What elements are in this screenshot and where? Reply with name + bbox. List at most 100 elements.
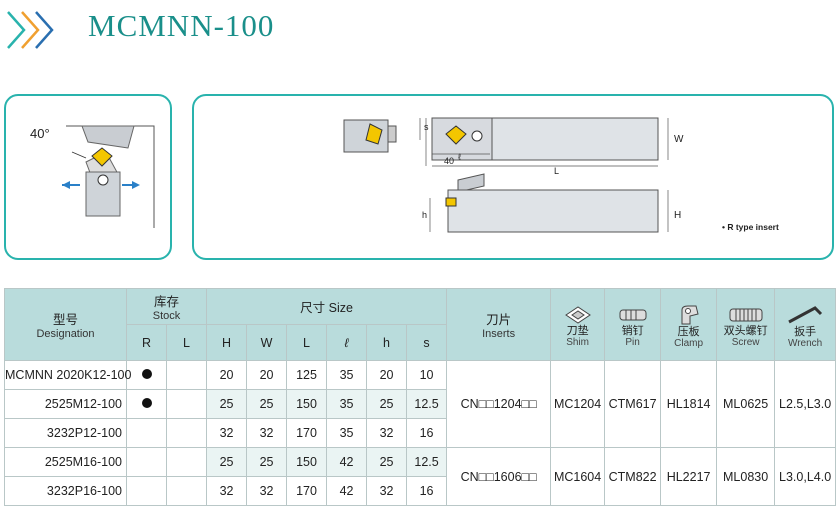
stock-l-cell [165, 447, 208, 477]
col-size: 尺寸 Size [206, 288, 448, 325]
dim-label-w: W [674, 134, 684, 145]
size-cell: 170 [286, 418, 328, 448]
dim-label-40: 40 [444, 156, 455, 166]
size-cell: 20 [246, 360, 288, 390]
insert-type-note: • R type insert [722, 222, 779, 232]
size-cell: 32 [366, 418, 408, 448]
size-cell: 150 [286, 447, 328, 477]
wrench-icon [788, 305, 823, 323]
pin-cell: CTM822 [604, 447, 662, 506]
pin-icon [619, 309, 647, 320]
size-cell: 25 [206, 389, 248, 419]
clamp-cell: HL2217 [660, 447, 718, 506]
size-cell: 32 [366, 476, 408, 506]
stock-l-cell [165, 389, 208, 419]
tool-top-view-drawing [62, 125, 155, 228]
screw-cell: ML0830 [716, 447, 776, 506]
page-title: MCMNN-100 [88, 8, 275, 43]
clamp-cell: HL1814 [660, 360, 718, 448]
stock-l-cell [165, 418, 208, 448]
shim-cell: MC1604 [550, 447, 606, 506]
sub-H: H [206, 324, 248, 361]
size-cell: 35 [326, 360, 368, 390]
in-stock-dot-icon [141, 398, 152, 408]
table-row: 2525M12-100 25 25 150 35 25 12.5 [4, 389, 836, 419]
size-cell: 170 [286, 476, 328, 506]
designation-cell: 2525M16-100 [4, 447, 127, 477]
sub-L: L [286, 324, 328, 361]
size-cell: 20 [206, 360, 248, 390]
designation-cell: 2525M12-100 [4, 389, 127, 419]
size-cell: 10 [406, 360, 448, 390]
size-cell: 16 [406, 418, 448, 448]
dim-label-L: L [554, 166, 560, 176]
sub-r: R [126, 324, 167, 361]
designation-cell: MCMNN 2020K12-100 [4, 360, 131, 390]
pin-cell: CTM617 [604, 360, 662, 448]
size-cell: 25 [366, 389, 408, 419]
stock-r-cell [126, 447, 167, 477]
size-cell: 12.5 [406, 447, 448, 477]
size-cell: 32 [246, 476, 288, 506]
sub-l-small: ℓ [326, 324, 368, 361]
size-cell: 25 [366, 447, 408, 477]
angle-label: 40° [30, 126, 50, 141]
size-cell: 32 [206, 418, 248, 448]
toolholder-dimension-drawing [343, 117, 669, 233]
stock-l-cell [165, 360, 208, 390]
size-cell: 32 [206, 476, 248, 506]
size-cell: 42 [326, 476, 368, 506]
size-cell: 42 [326, 447, 368, 477]
screw-cell: ML0625 [716, 360, 776, 448]
stock-r-cell [126, 476, 167, 506]
sub-s: s [406, 324, 448, 361]
screw-icon [729, 308, 763, 321]
table-row: 2525M16-100 25 25 150 42 25 12.5 CN□□160… [4, 447, 836, 506]
dimension-diagram-panel: s W ℓ 40 L h H • R type insert [192, 94, 834, 260]
size-cell: 35 [326, 389, 368, 419]
sub-W: W [246, 324, 288, 361]
shim-icon [564, 305, 591, 324]
size-cell: 150 [286, 389, 328, 419]
dim-label-s: s [424, 122, 429, 132]
stock-r-cell [126, 360, 167, 390]
insert-cell: CN□□1606□□ [446, 447, 552, 506]
dim-label-h: h [422, 210, 428, 220]
size-cell: 125 [286, 360, 328, 390]
wrench-cell: L2.5,L3.0 [774, 360, 836, 448]
size-cell: 25 [246, 447, 288, 477]
table-row: 3232P12-100 32 32 170 35 32 16 [4, 418, 836, 448]
in-stock-dot-icon [141, 369, 152, 379]
angle-diagram-panel: 40° [4, 94, 172, 260]
size-cell: 35 [326, 418, 368, 448]
sub-h: h [366, 324, 408, 361]
designation-cell: 3232P16-100 [4, 476, 127, 506]
dim-label-H: H [674, 210, 682, 221]
table-row: 3232P16-100 32 32 170 42 32 16 [4, 476, 836, 506]
size-cell: 32 [246, 418, 288, 448]
size-cell: 25 [246, 389, 288, 419]
table-row: MCMNN 2020K12-100 20 20 125 35 20 10 CN□… [4, 360, 836, 448]
designation-cell: 3232P12-100 [4, 418, 127, 448]
clamp-icon [681, 305, 699, 324]
chevron-logo-icon [7, 11, 54, 49]
stock-l-cell [165, 476, 208, 506]
wrench-cell: L3.0,L4.0 [774, 447, 836, 506]
sub-l: L [165, 324, 208, 361]
insert-cell: CN□□1204□□ [446, 360, 552, 448]
dim-label-l-small: ℓ [458, 152, 461, 162]
size-cell: 16 [406, 476, 448, 506]
stock-r-cell [126, 389, 167, 419]
size-cell: 25 [206, 447, 248, 477]
size-cell: 20 [366, 360, 408, 390]
stock-r-cell [126, 418, 167, 448]
